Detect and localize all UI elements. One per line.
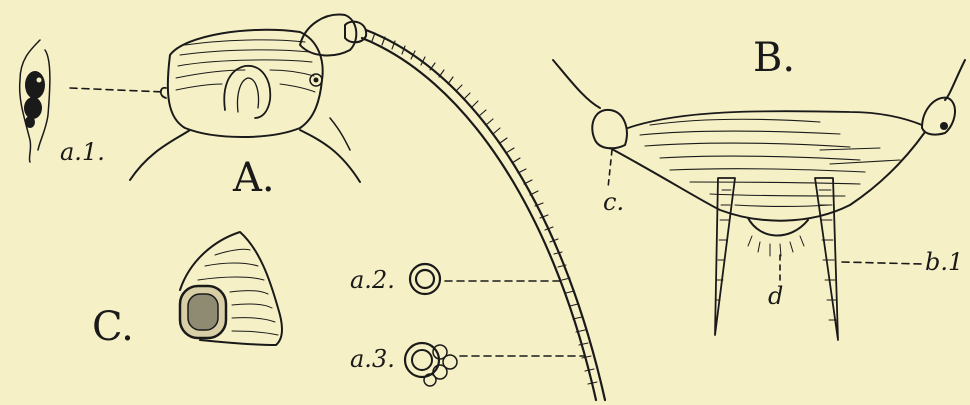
leader-a1: [70, 88, 165, 92]
figure-c-label: C.: [92, 307, 134, 347]
leader-c: [608, 150, 612, 188]
label-a3: a.3.: [350, 347, 395, 371]
figure-b-label: B.: [753, 38, 795, 78]
label-a2: a.2.: [350, 268, 395, 292]
leader-b1: [842, 262, 922, 264]
figure-a1-eye: [20, 40, 50, 162]
figure-a3-segment: [405, 343, 457, 386]
figure-a-label: A.: [233, 158, 275, 198]
label-a1: a.1.: [60, 140, 105, 164]
figure-a-antenna: [300, 15, 605, 400]
figure-a2-segment: [410, 264, 440, 294]
figure-c-tubercle: [180, 232, 282, 345]
label-b1: b.1: [925, 250, 963, 274]
label-d: d: [768, 284, 783, 308]
label-c: c.: [603, 190, 624, 214]
